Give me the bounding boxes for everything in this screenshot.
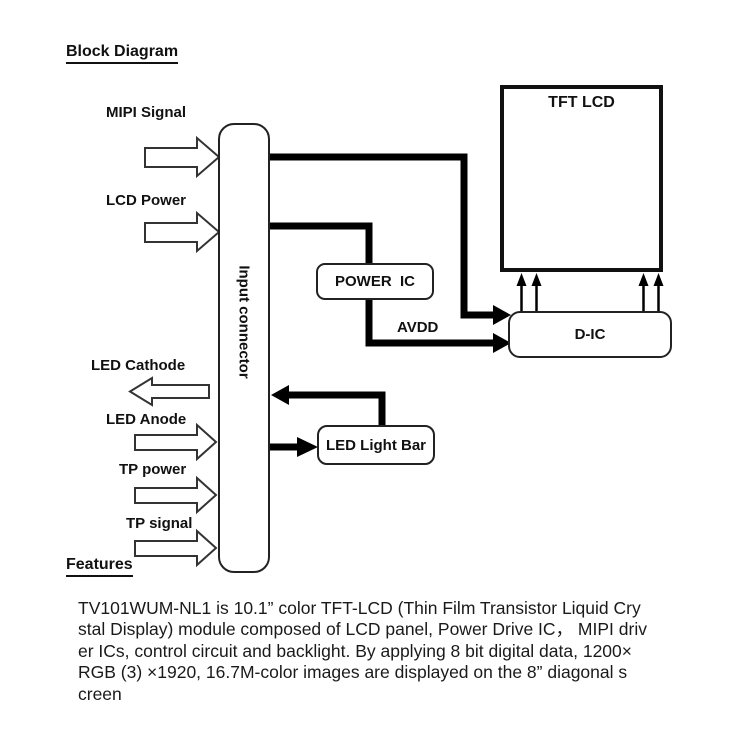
- led-anode-label: LED Anode: [106, 411, 187, 428]
- dic-to-lcd-arrowhead-4-icon: [653, 273, 664, 286]
- mipi-signal-label: MIPI Signal: [106, 104, 187, 121]
- description-line: er ICs, control circuit and backlight. B…: [78, 640, 632, 661]
- module-description: TV101WUM-NL1 is 10.1” color TFT-LCD (Thi…: [78, 598, 647, 705]
- led-light-bar-block: LED Light Bar: [317, 425, 435, 465]
- tp-signal-arrow-icon: [134, 528, 218, 568]
- power-ic-block: POWER IC: [316, 263, 434, 300]
- ledbar-return-arrowhead-icon: [271, 385, 289, 405]
- avdd-to-dic-arrowhead-icon: [493, 333, 511, 353]
- description-line: TV101WUM-NL1 is 10.1” color TFT-LCD (Thi…: [78, 598, 641, 618]
- features-heading: Features: [66, 556, 133, 577]
- description-line: creen: [78, 683, 122, 704]
- tft-lcd-block: TFT LCD: [500, 85, 663, 272]
- power-ic-label: POWER IC: [334, 273, 415, 290]
- mipi-to-dic-wire: [268, 153, 496, 319]
- tft-lcd-label: TFT LCD: [548, 94, 615, 111]
- description-line: stal Display) module composed of LCD pan…: [78, 619, 647, 640]
- avdd-label: AVDD: [397, 319, 439, 336]
- tp-power-label: TP power: [119, 461, 187, 478]
- led-light-bar-label: LED Light Bar: [326, 436, 426, 454]
- ledbar-return-wire: [288, 391, 386, 427]
- mipi-to-dic-arrowhead-icon: [493, 305, 511, 325]
- input-connector-label: Input connector: [235, 265, 253, 379]
- led-anode-arrow-icon: [134, 422, 218, 462]
- lcd-power-label: LCD Power: [106, 192, 187, 209]
- description-line: RGB (3) ×1920, 16.7M-color images are di…: [78, 662, 628, 683]
- connector-to-ledbar-arrowhead-icon: [297, 437, 318, 457]
- tp-signal-label: TP signal: [126, 515, 193, 532]
- dic-to-lcd-arrowhead-1-icon: [516, 273, 527, 286]
- mipi-signal-arrow-icon: [144, 135, 221, 179]
- d-ic-block: D-IC: [508, 311, 672, 358]
- lcd-power-arrow-icon: [144, 210, 221, 254]
- input-connector-block: [218, 123, 270, 573]
- dic-to-lcd-arrowhead-3-icon: [638, 273, 649, 286]
- block-diagram-title: Block Diagram: [66, 43, 179, 64]
- d-ic-label: D-IC: [574, 326, 606, 343]
- led-cathode-label: LED Cathode: [91, 357, 186, 374]
- led-cathode-arrow-icon: [128, 376, 210, 407]
- dic-to-lcd-arrowhead-2-icon: [531, 273, 542, 286]
- tp-power-arrow-icon: [134, 475, 218, 515]
